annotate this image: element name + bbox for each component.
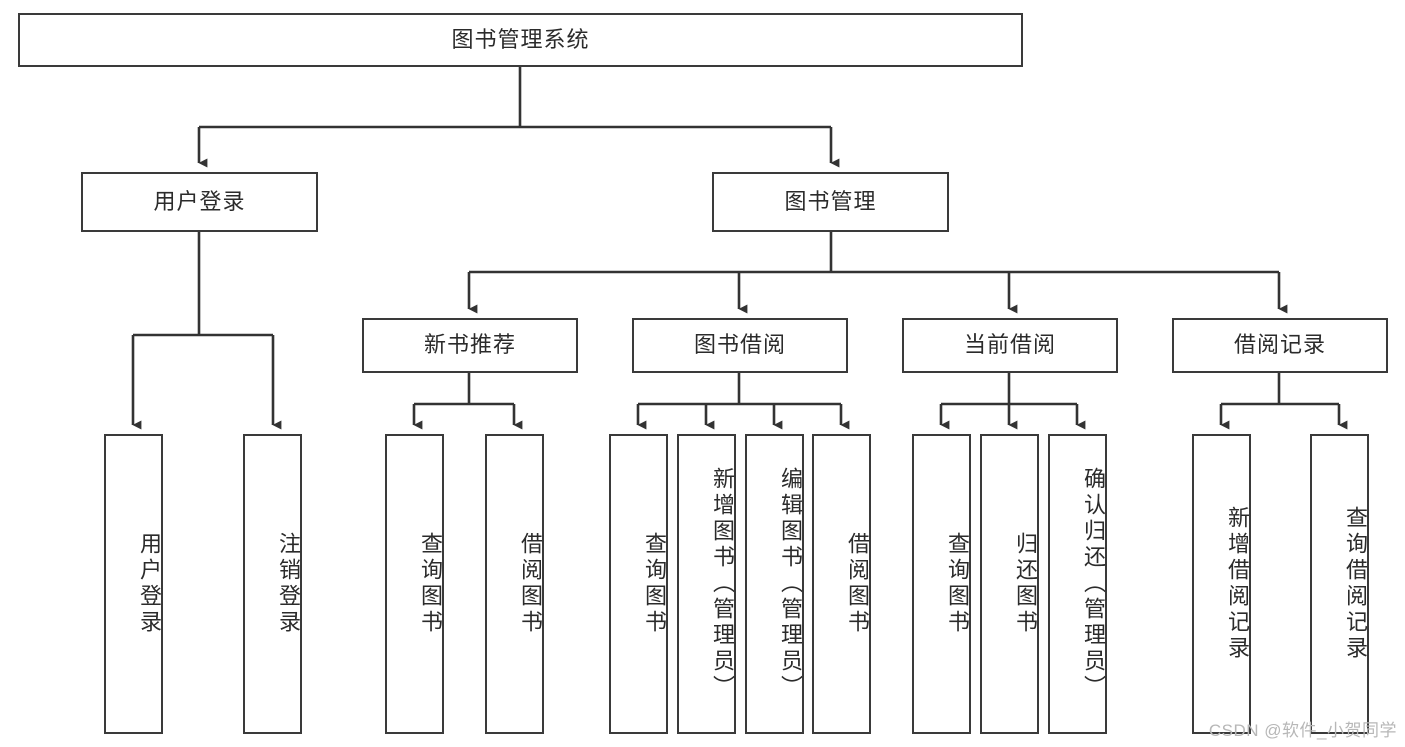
leaf-borrow-query-book[interactable]: 查询图书 [609,434,668,734]
node-root-book-management-system[interactable]: 图书管理系统 [18,13,1023,67]
leaf-current-return-book[interactable]: 归还图书 [980,434,1039,734]
node-label: 新增借阅记录 [1225,506,1250,662]
leaf-records-add-record[interactable]: 新增借阅记录 [1192,434,1251,734]
node-label: 新书推荐 [423,332,516,358]
node-label: 借阅图书 [845,532,870,636]
node-label: 编辑图书（管理员） [778,467,803,701]
leaf-new-book-borrow[interactable]: 借阅图书 [485,434,544,734]
leaf-borrow-edit-book-admin[interactable]: 编辑图书（管理员） [745,434,804,734]
node-label: 图书管理 [784,188,877,214]
node-book-management[interactable]: 图书管理 [712,172,949,232]
leaf-user-login-signout[interactable]: 注销登录 [243,434,302,734]
node-label: 图书借阅 [693,332,786,358]
leaf-user-login-signin[interactable]: 用户登录 [104,434,163,734]
leaf-new-book-query[interactable]: 查询图书 [385,434,444,734]
node-new-book-recommend[interactable]: 新书推荐 [362,318,578,373]
node-label: 注销登录 [276,532,301,636]
node-user-login[interactable]: 用户登录 [81,172,318,232]
node-label: 新增图书（管理员） [710,467,735,701]
node-label: 归还图书 [1013,532,1038,636]
leaf-borrow-borrow-book[interactable]: 借阅图书 [812,434,871,734]
node-label: 用户登录 [153,188,246,214]
node-label: 图书管理系统 [451,26,590,52]
node-book-borrow[interactable]: 图书借阅 [632,318,848,373]
node-label: 借阅图书 [518,532,543,636]
node-label: 确认归还（管理员） [1081,467,1106,701]
leaf-borrow-add-book-admin[interactable]: 新增图书（管理员） [677,434,736,734]
node-current-borrow[interactable]: 当前借阅 [902,318,1118,373]
node-label: 查询图书 [945,532,970,636]
leaf-current-query-book[interactable]: 查询图书 [912,434,971,734]
node-borrow-records[interactable]: 借阅记录 [1172,318,1388,373]
node-label: 查询图书 [418,532,443,636]
leaf-records-query-record[interactable]: 查询借阅记录 [1310,434,1369,734]
node-label: 用户登录 [137,532,162,636]
node-label: 查询借阅记录 [1343,506,1368,662]
node-label: 当前借阅 [963,332,1056,358]
node-label: 借阅记录 [1233,332,1326,358]
leaf-current-confirm-return-admin[interactable]: 确认归还（管理员） [1048,434,1107,734]
node-label: 查询图书 [642,532,667,636]
